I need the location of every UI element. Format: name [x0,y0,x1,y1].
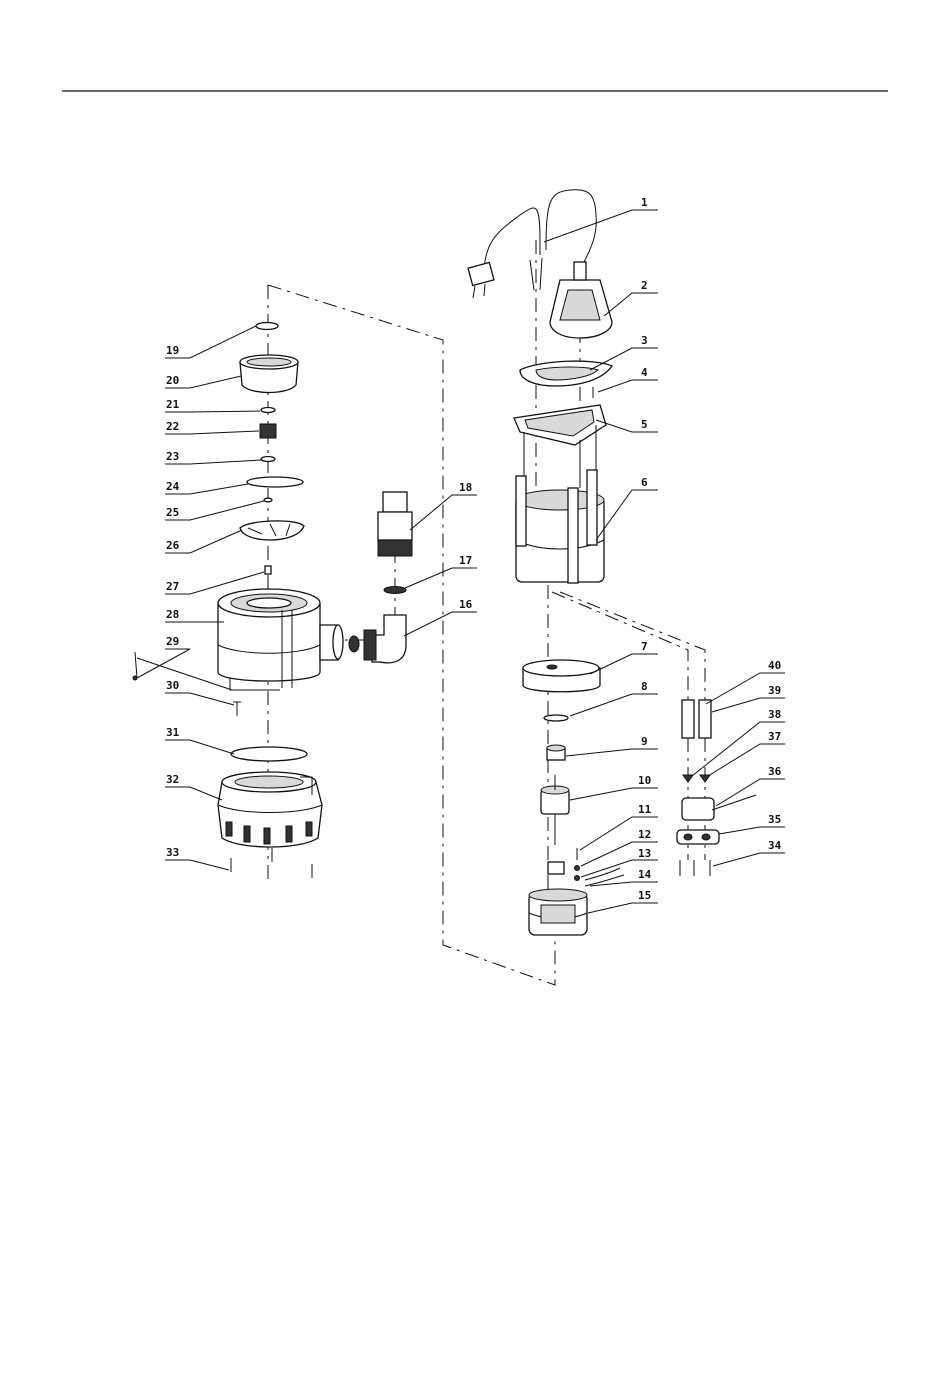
callout-17: 17 [459,554,472,567]
callout-26: 26 [166,539,180,552]
rotor-icon [541,775,569,845]
callout-34: 34 [768,839,782,852]
callout-36: 36 [768,765,782,778]
callout-8: 8 [641,680,648,693]
callout-39: 39 [768,684,781,697]
callout-7: 7 [641,640,648,653]
callout-24: 24 [166,480,180,493]
callout-15: 15 [638,889,651,902]
pin-29-icon [133,652,232,690]
callout-33: 33 [166,846,179,859]
elbow-outlet-icon [349,492,412,663]
key-27-icon [265,566,271,574]
o-ring-24-icon [247,477,303,487]
callout-37: 37 [768,730,781,743]
callout-9: 9 [641,735,648,748]
callout-14: 14 [638,868,652,881]
float-switch-icon [677,700,756,876]
callout-2: 2 [641,279,648,292]
o-ring-31-icon [231,747,307,761]
callout-3: 3 [641,334,648,347]
callout-13: 13 [638,847,651,860]
ring-19-icon [256,323,278,330]
callout-32: 32 [166,773,179,786]
callout-28: 28 [166,608,179,621]
screws-33-icon [231,848,312,878]
callout-12: 12 [638,828,651,841]
washer-21-icon [261,408,275,413]
callout-19: 19 [166,344,179,357]
impeller-icon [240,521,304,540]
callout-23: 23 [166,450,179,463]
washer-23-icon [261,457,275,462]
upper-housing-icon [514,405,606,445]
callout-5: 5 [641,418,648,431]
callout-27: 27 [166,580,179,593]
nut-22-icon [260,424,276,438]
callout-22: 22 [166,420,179,433]
callout-20: 20 [166,374,179,387]
callout-31: 31 [166,726,180,739]
top-cover-icon [520,361,612,386]
callout-25: 25 [166,506,179,519]
callout-16: 16 [459,598,473,611]
callout-11: 11 [638,803,652,816]
callout-10: 10 [638,774,651,787]
screws-12-14-icon [575,848,625,886]
callout-18: 18 [459,481,472,494]
callout-38: 38 [768,708,781,721]
callout-30: 30 [166,679,179,692]
bearing-cap-icon [523,660,600,692]
cable-gland-icon [550,262,612,338]
screw-30-icon [233,702,241,716]
callout-29: 29 [166,635,179,648]
cover-20-icon [240,355,298,393]
callout-40: 40 [768,659,781,672]
callout-21: 21 [166,398,180,411]
strainer-base-icon [218,772,322,847]
o-ring-8-icon [544,715,568,721]
bearing-11-icon [548,862,564,874]
motor-housing-icon [516,425,604,583]
callout-4: 4 [641,366,648,379]
ring-25-icon [264,498,272,502]
callout-6: 6 [641,476,648,489]
stator-icon [529,889,587,935]
callout-1: 1 [641,196,648,209]
bearing-9-icon [547,745,565,760]
pump-housing-icon [218,589,343,690]
callout-35: 35 [768,813,781,826]
